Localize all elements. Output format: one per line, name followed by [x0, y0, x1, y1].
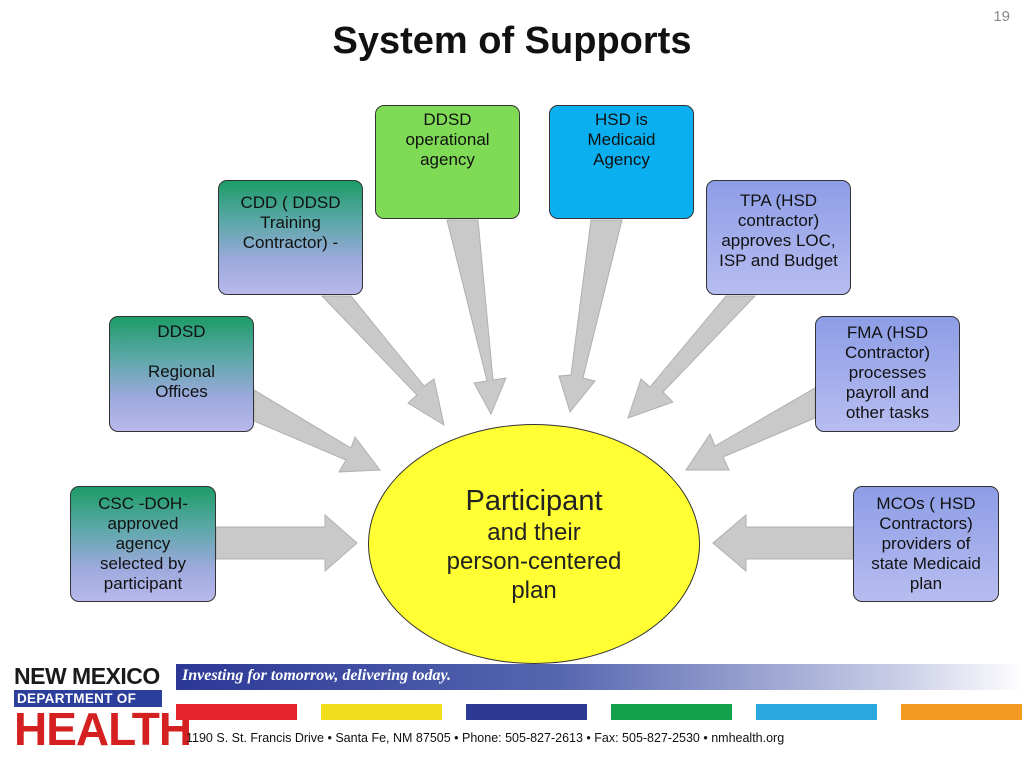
arrow-ddsd-regional — [253, 389, 381, 473]
arrow-csc — [215, 513, 358, 573]
arrow-fma — [685, 387, 816, 471]
color-stripe-4 — [611, 704, 732, 720]
logo-line-2: DEPARTMENT OF — [14, 690, 162, 707]
ddsd-regional-label: DDSD ​ Regional Offices — [147, 322, 216, 401]
color-stripe-1 — [176, 704, 297, 720]
arrow-hsd — [558, 219, 623, 414]
color-stripe-6 — [901, 704, 1022, 720]
color-stripe-5 — [756, 704, 877, 720]
ddsd-operational-label: DDSD operational agency — [405, 110, 490, 169]
csc-label: CSC -DOH- approved agency selected by pa… — [98, 494, 188, 593]
tpa-label: TPA (HSD contractor) approves LOC, ISP a… — [719, 191, 838, 270]
logo-line-3: HEALTH — [14, 703, 192, 755]
participant-title: Participant — [465, 484, 603, 517]
tagline-bar — [176, 664, 1024, 690]
color-stripe-2 — [321, 704, 442, 720]
participant-ellipse: Participant and their person-centered pl… — [368, 424, 700, 664]
csc-box: CSC -DOH- approved agency selected by pa… — [70, 486, 216, 602]
hsd-box: HSD is Medicaid Agency — [549, 105, 694, 219]
tpa-box: TPA (HSD contractor) approves LOC, ISP a… — [706, 180, 851, 295]
mcos-box: MCOs ( HSD Contractors) providers of sta… — [853, 486, 999, 602]
fma-box: FMA (HSD Contractor) processes payroll a… — [815, 316, 960, 432]
arrow-mcos — [712, 513, 854, 573]
footer-address: 1190 S. St. Francis Drive • Santa Fe, NM… — [186, 731, 785, 745]
hsd-label: HSD is Medicaid Agency — [587, 110, 656, 169]
tagline: Investing for tomorrow, delivering today… — [182, 667, 452, 684]
arrow-tpa — [627, 295, 757, 419]
slide-title: System of Supports — [332, 20, 692, 62]
ddsd-regional-box: DDSD ​ Regional Offices — [109, 316, 254, 432]
participant-subtitle: and their person-centered plan — [446, 518, 622, 604]
logo-line-1: NEW MEXICO — [14, 663, 160, 689]
fma-label: FMA (HSD Contractor) processes payroll a… — [844, 323, 931, 422]
nm-health-logo: NEW MEXICO DEPARTMENT OF HEALTH — [14, 663, 192, 756]
ddsd-operational-box: DDSD operational agency — [375, 105, 520, 219]
cdd-box: CDD ( DDSD Training Contractor) - — [218, 180, 363, 295]
slide-number: 19 — [993, 8, 1010, 25]
mcos-label: MCOs ( HSD Contractors) providers of sta… — [871, 494, 981, 593]
arrow-cdd — [320, 295, 445, 427]
color-stripe-3 — [466, 704, 587, 720]
cdd-label: CDD ( DDSD Training Contractor) - — [240, 192, 341, 252]
arrow-ddsd-operational — [446, 219, 507, 416]
